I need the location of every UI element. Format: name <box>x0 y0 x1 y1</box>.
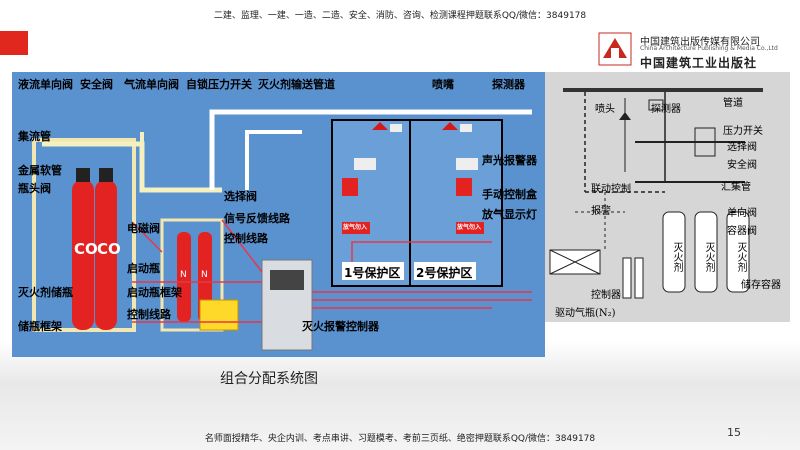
rlabel-agent-1: 灭火剂 <box>671 242 682 272</box>
top-banner: 二建、监理、一建、一造、二造、安全、消防、咨询、检测课程押题联系QQ/微信：38… <box>213 11 587 21</box>
svg-text:N: N <box>201 270 208 280</box>
label-self-lock-pressure-switch: 自锁压力开关 <box>186 78 252 91</box>
label-bottle-valve: 瓶头阀 <box>18 182 51 195</box>
label-control-line-2: 控制线路 <box>127 308 171 321</box>
label-signal-feedback: 信号反馈线路 <box>224 212 290 225</box>
figure-caption: 组合分配系统图 <box>220 371 318 387</box>
protection-zones-box <box>331 119 503 287</box>
label-solenoid-valve: 电磁阀 <box>127 222 160 235</box>
rlabel-nozzle: 喷头 <box>595 104 615 115</box>
schematic-drawing <box>549 88 763 299</box>
label-gas-discharge-sign-1: 放气勿入 <box>343 224 368 231</box>
rlabel-container-valve: 容器阀 <box>727 226 757 237</box>
agent-containers <box>662 211 750 293</box>
label-zone1: 1号保护区 <box>344 266 401 280</box>
svg-text:CO: CO <box>74 240 98 258</box>
label-gas-check-valve: 气流单向阀 <box>124 78 179 91</box>
rlabel-pressure-switch: 压力开关 <box>723 126 763 137</box>
rlabel-controller: 控制器 <box>591 290 621 301</box>
rlabel-storage-container: 储存容器 <box>741 280 781 291</box>
rlabel-linkage-control: 联动控制 <box>591 184 631 195</box>
start-rack-frame <box>160 218 224 332</box>
red-accent-gap <box>28 31 34 55</box>
label-gas-discharge-sign-2: 放气勿入 <box>457 224 482 231</box>
rlabel-selector-valve: 选择阀 <box>727 142 757 153</box>
label-manual-control-box: 手动控制盒 <box>482 188 537 201</box>
label-metal-hose: 金属软管 <box>18 164 62 177</box>
svg-text:N: N <box>180 270 187 280</box>
label-sounder-alarm: 声光报警器 <box>482 154 537 167</box>
main-pipe <box>209 109 532 190</box>
rlabel-pipe: 管道 <box>723 98 743 109</box>
label-manifold: 集流管 <box>18 130 51 143</box>
rlabel-drive-gas-bottle: 驱动气瓶(N₂) <box>555 308 616 319</box>
diagram-drawing: CO CO N N <box>32 109 532 351</box>
label-agent-storage: 灭火剂储瓶 <box>18 286 73 299</box>
label-zone2: 2号保护区 <box>416 266 473 280</box>
rlabel-manifold: 汇集管 <box>721 182 751 193</box>
label-discharge-lamp: 放气显示灯 <box>482 208 537 221</box>
rlabel-agent-2: 灭火剂 <box>703 242 714 272</box>
rlabel-check-valve: 单向阀 <box>727 208 757 219</box>
page-number: 15 <box>727 426 741 439</box>
label-selector-valve: 选择阀 <box>224 190 257 203</box>
label-liquid-check-valve: 液流单向阀 <box>18 78 73 91</box>
rlabel-safety-valve: 安全阀 <box>727 160 757 171</box>
label-safety-valve: 安全阀 <box>80 78 113 91</box>
rlabel-alarm: 报警 <box>591 206 611 217</box>
agent-bottles: CO CO <box>72 168 121 330</box>
publisher-name-en: China Architecture Publishing & Media Co… <box>640 45 778 52</box>
label-controller: 灭火报警控制器 <box>302 320 379 333</box>
svg-text:CO: CO <box>97 240 121 258</box>
combined-distribution-diagram: CO CO N N <box>12 72 545 357</box>
schematic-diagram: 喷头 探测器 管道 压力开关 选择阀 安全阀 联动控制 报警 汇集管 单向阀 容… <box>545 72 790 322</box>
publisher-logo <box>598 32 632 66</box>
label-storage-rack: 储瓶框架 <box>18 320 62 333</box>
label-start-rack: 启动瓶框架 <box>127 286 182 299</box>
footer-banner: 名师面授精华、央企内训、考点串讲、习题模考、考前三页纸、绝密押题联系QQ/微信：… <box>204 434 596 444</box>
label-start-bottle: 启动瓶 <box>127 262 160 275</box>
rlabel-detector: 探测器 <box>651 104 681 115</box>
label-agent-pipe: 灭火剂输送管道 <box>258 78 335 91</box>
label-control-line-1: 控制线路 <box>224 232 268 245</box>
publisher-name-cn: 中国建筑出版传媒有限公司 <box>640 37 760 48</box>
label-nozzle: 喷嘴 <box>432 78 454 91</box>
publisher-name-cn2: 中国建筑工业出版社 <box>640 56 758 70</box>
label-detector: 探测器 <box>492 78 525 91</box>
rlabel-agent-3: 灭火剂 <box>735 242 746 272</box>
